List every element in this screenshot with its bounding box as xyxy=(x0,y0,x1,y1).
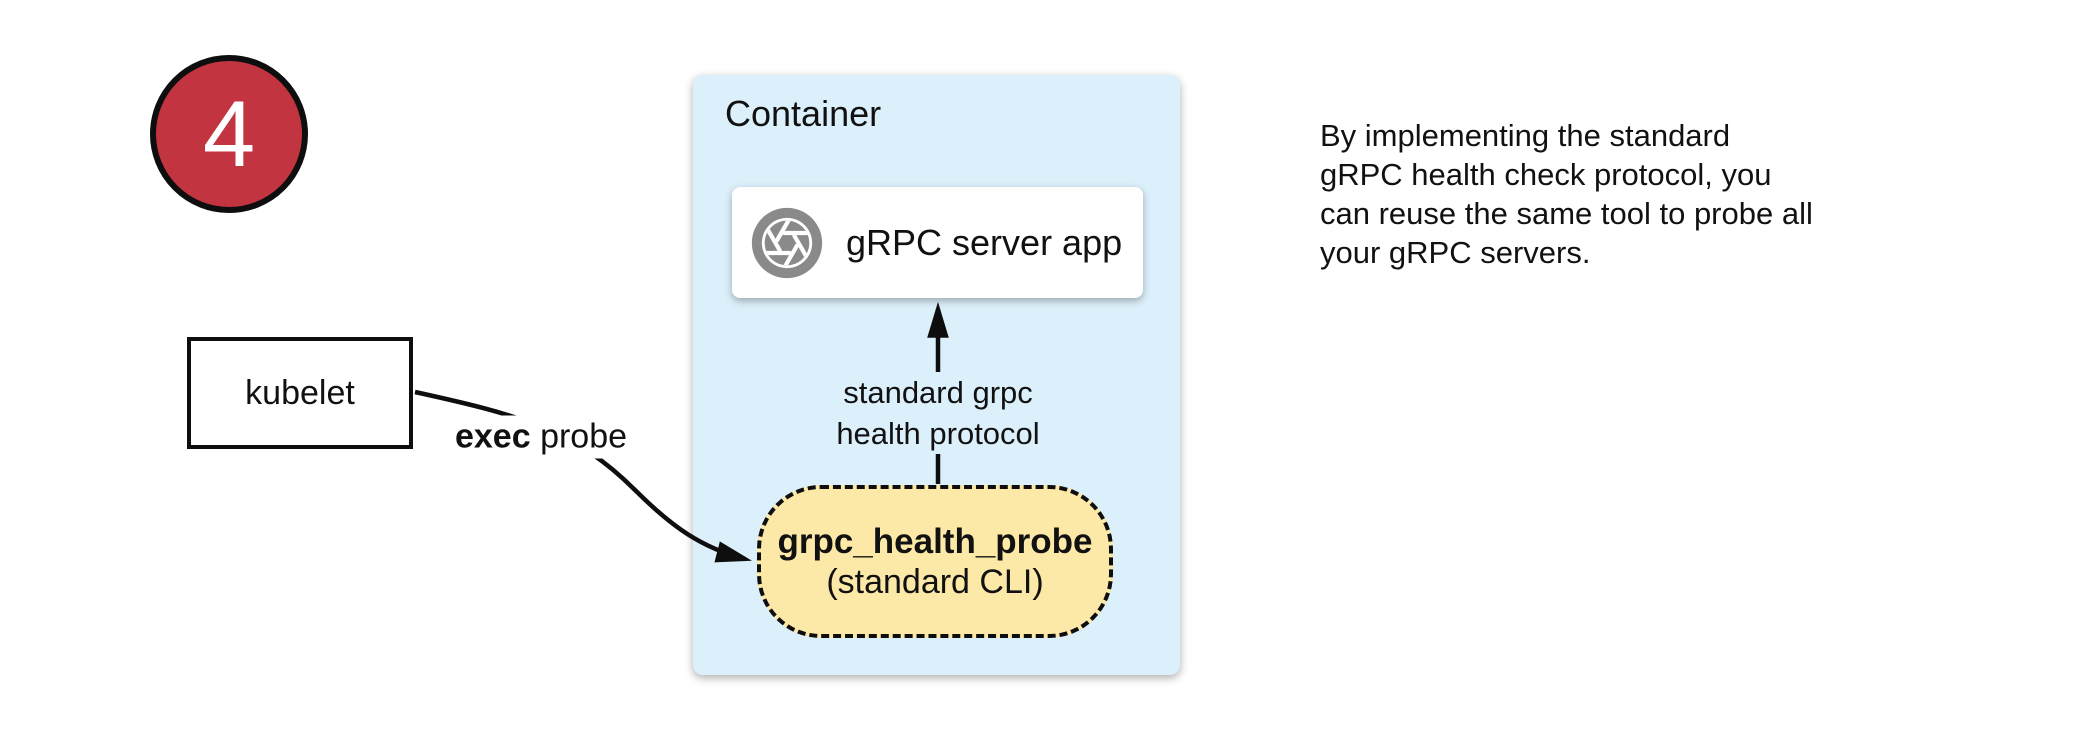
exec-probe-label-rest: probe xyxy=(540,417,628,456)
side-note-line: can reuse the same tool to probe all xyxy=(1320,196,1813,231)
grpc-server-app-node: gRPC server app xyxy=(732,187,1143,298)
grpc-health-probe-subtitle: (standard CLI) xyxy=(826,562,1044,601)
health-protocol-label-line2: health protocol xyxy=(836,416,1040,451)
grpc-health-probe-title: grpc_health_probe xyxy=(777,521,1093,561)
exec-probe-label-bold: exec xyxy=(454,417,531,456)
exec-probe-edge-label: exec probe xyxy=(446,415,636,459)
health-protocol-label-line1: standard grpc xyxy=(843,375,1033,410)
container-label: Container xyxy=(725,93,882,134)
kubelet-label: kubelet xyxy=(245,373,355,412)
grpc-health-probe-node: grpc_health_probe (standard CLI) xyxy=(757,485,1113,638)
grpc-server-app-label: gRPC server app xyxy=(846,221,1123,263)
side-note-line: gRPC health check protocol, you xyxy=(1320,157,1772,192)
step-badge: 4 xyxy=(150,55,308,213)
side-note: By implementing the standard gRPC health… xyxy=(1320,116,1813,272)
kubelet-node: kubelet xyxy=(187,337,413,449)
side-note-line: By implementing the standard xyxy=(1320,118,1731,153)
side-note-line: your gRPC servers. xyxy=(1320,235,1591,270)
step-number: 4 xyxy=(202,81,256,186)
health-protocol-edge-label: standard grpc health protocol xyxy=(826,372,1050,454)
aperture-icon xyxy=(751,207,823,278)
